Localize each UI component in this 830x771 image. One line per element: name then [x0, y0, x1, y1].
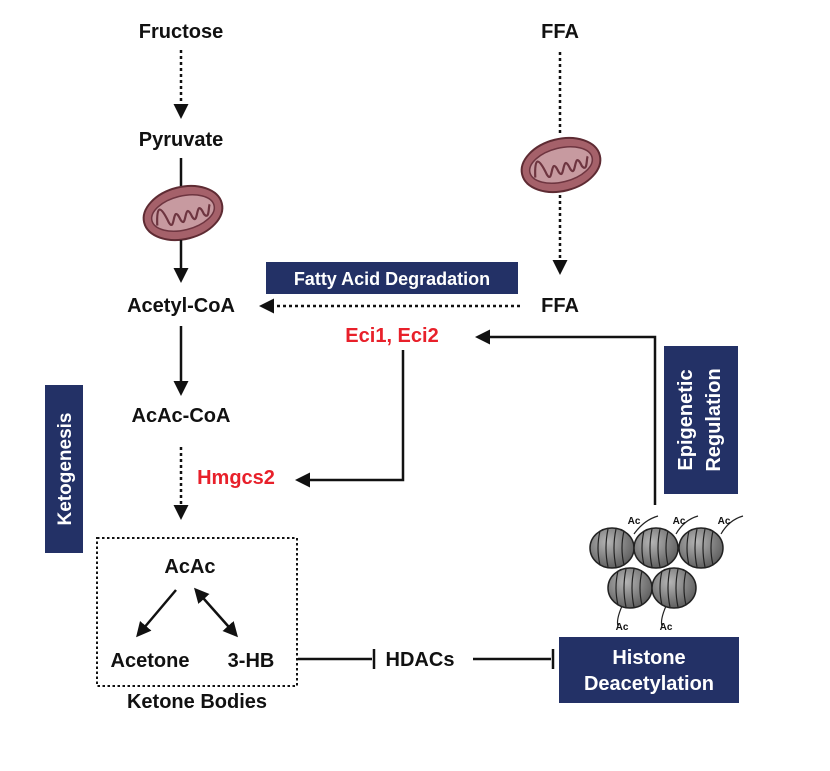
histone-deacetylation-box: Histone Deacetylation — [559, 637, 739, 703]
acetyl-mark-3: Ac — [718, 516, 731, 527]
eci-label: Eci1, Eci2 — [345, 325, 438, 347]
nucleosome-1 — [589, 515, 659, 569]
ketogenesis-box: Ketogenesis — [45, 385, 83, 553]
fructose-label: Fructose — [139, 21, 223, 43]
acac-3hb-bidirectional-arrow — [194, 587, 238, 638]
pyruvate-label: Pyruvate — [139, 129, 224, 151]
histone-label: Histone — [612, 647, 685, 669]
ketone-bodies-label: Ketone Bodies — [127, 691, 267, 713]
epigenetic-regulation-box: Epigenetic Regulation — [664, 346, 738, 494]
ffa-top-label: FFA — [541, 21, 579, 43]
fatty-acid-degradation-label: Fatty Acid Degradation — [294, 269, 490, 289]
mitochondrion-right-icon — [514, 128, 608, 202]
nucleosome-2 — [633, 515, 699, 569]
ffa-mid-label: FFA — [541, 295, 579, 317]
hdacs-label: HDACs — [386, 649, 455, 671]
nucleosome-5 — [651, 567, 697, 627]
epigenetic-label: Epigenetic — [675, 369, 697, 470]
mitochondrion-left-icon — [136, 176, 230, 250]
acetyl-mark-4: Ac — [616, 622, 629, 633]
acetyl-coa-label: Acetyl-CoA — [127, 295, 235, 317]
acetyl-mark-2: Ac — [673, 516, 686, 527]
nucleosome-4 — [607, 567, 653, 627]
epigenetic-to-eci-arrow — [475, 329, 657, 505]
deacetylation-label: Deacetylation — [584, 673, 714, 695]
hmgcs2-label: Hmgcs2 — [197, 467, 275, 489]
acetone-label: Acetone — [111, 650, 190, 672]
nucleosome-3 — [678, 515, 744, 569]
ketone-bodies-box — [96, 537, 298, 687]
acac-to-acetone-arrow — [136, 589, 177, 638]
acetyl-mark-5: Ac — [660, 622, 673, 633]
ketogenesis-label: Ketogenesis — [55, 413, 76, 526]
acac-coa-label: AcAc-CoA — [132, 405, 231, 427]
nucleosomes-cluster: Ac Ac Ac Ac Ac — [589, 515, 744, 633]
3hb-label: 3-HB — [228, 650, 275, 672]
regulation-label: Regulation — [703, 368, 725, 471]
acac-label: AcAc — [164, 556, 215, 578]
eci-to-hmgcs2-arrow — [295, 350, 405, 488]
acetyl-mark-1: Ac — [628, 516, 641, 527]
fatty-acid-degradation-box: Fatty Acid Degradation — [266, 262, 518, 294]
